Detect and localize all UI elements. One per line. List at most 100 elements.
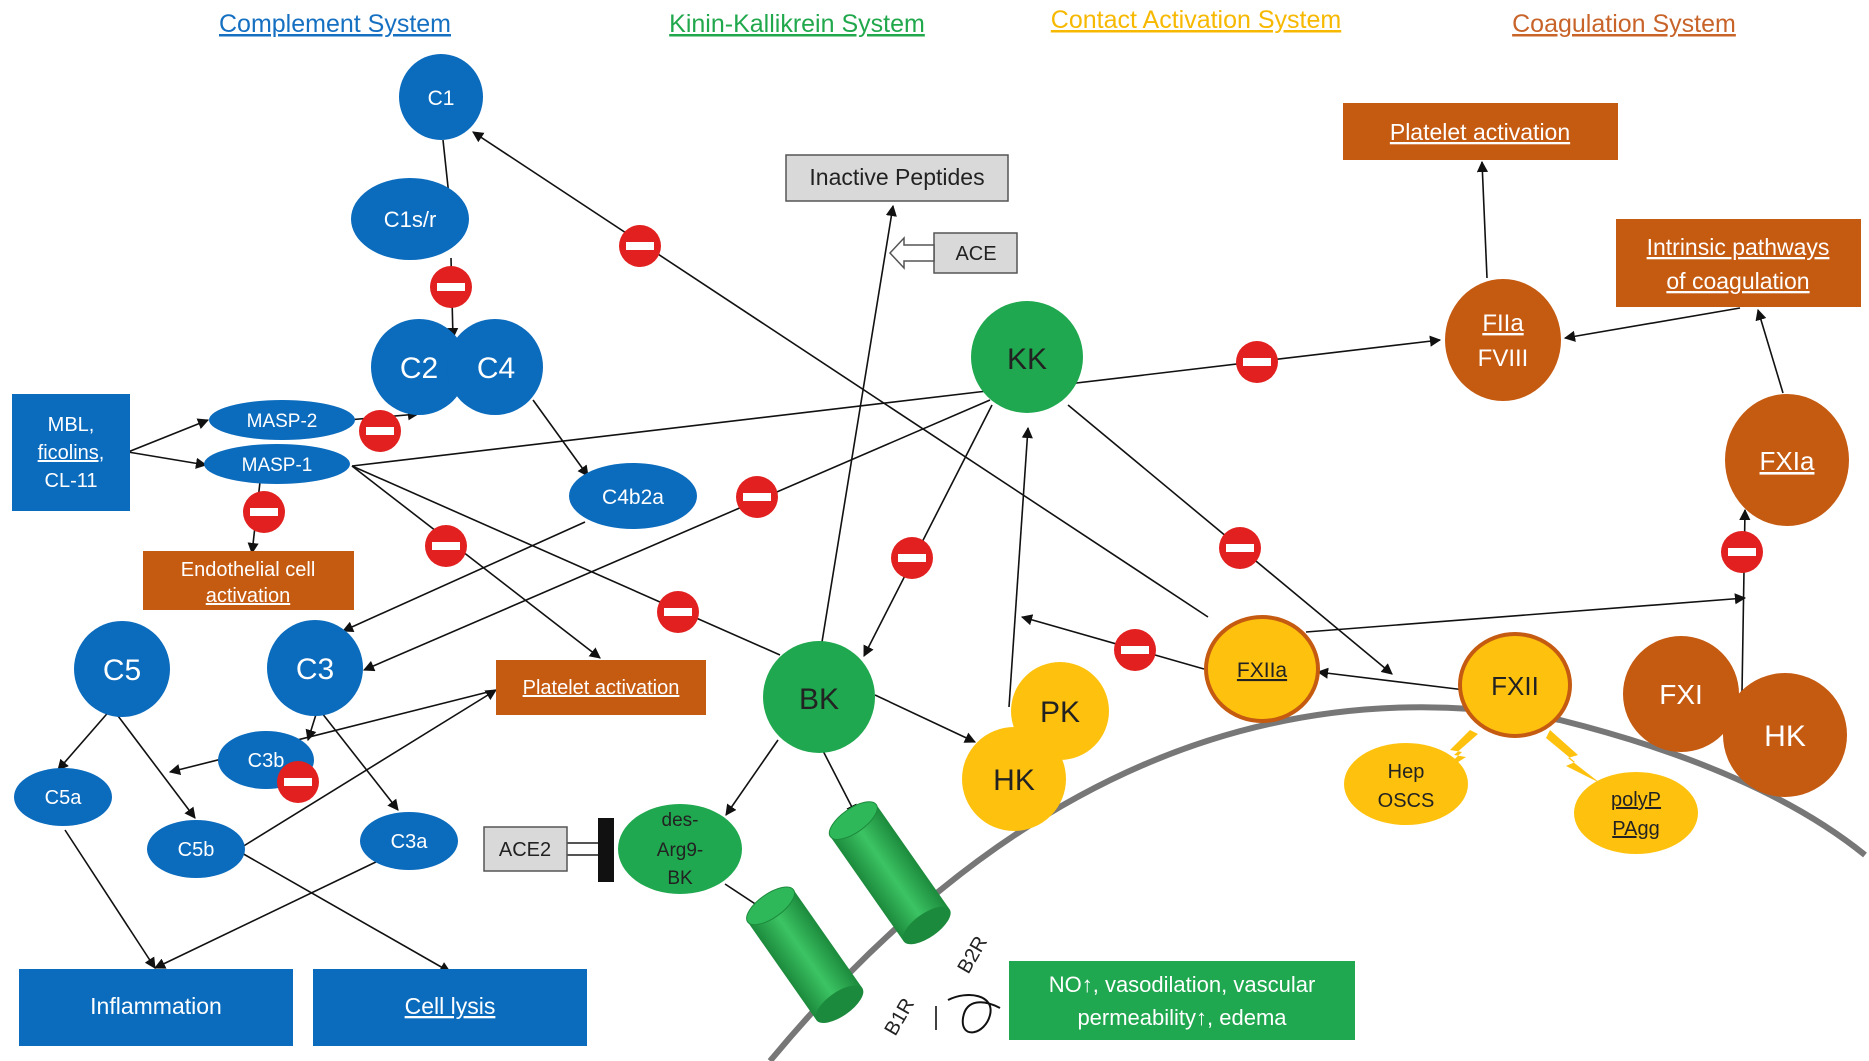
fxia-node[interactable]: [1725, 394, 1849, 526]
mbl-line2: ficolins,: [38, 442, 105, 464]
kk-label: KK: [1007, 343, 1047, 376]
hk-node[interactable]: [962, 727, 1066, 831]
c3-node[interactable]: [267, 620, 363, 716]
ace2-block-bar: [598, 818, 614, 882]
c3a-node[interactable]: [360, 812, 458, 870]
fxii-label: FXII: [1491, 671, 1539, 701]
title-coagulation-system: Coagulation System: [1512, 10, 1736, 38]
fxiia-label: FXIIa: [1237, 659, 1288, 682]
polyp-bolt-icon: [1546, 730, 1600, 783]
endothelial-box[interactable]: [143, 551, 354, 610]
polyp-line1: polyP: [1611, 789, 1661, 811]
bk-label: BK: [799, 683, 839, 716]
ace2-box[interactable]: [483, 826, 568, 872]
inhibit-icon: [736, 476, 778, 518]
contact-group: PK HK FXIIa FXII Hep OSCS polyP PAgg: [962, 615, 1698, 854]
ace-arrow-icon: [888, 236, 935, 270]
c5a-label: C5a: [45, 787, 83, 809]
fxiia-node[interactable]: [1204, 615, 1320, 723]
c1-node[interactable]: [399, 54, 483, 140]
c1sr-label: C1s/r: [384, 207, 437, 232]
fiia-line1: FIIa: [1482, 310, 1524, 337]
inhibit-icon: [1219, 527, 1261, 569]
inhibit-icon: [425, 525, 467, 567]
fiia-line2: FVIII: [1478, 345, 1529, 372]
fxi-label: FXI: [1659, 679, 1703, 710]
mbl-line1: MBL,: [48, 414, 95, 436]
c4b2a-node[interactable]: [569, 463, 697, 529]
desarg-line3: BK: [667, 868, 693, 889]
hep-node[interactable]: [1344, 743, 1468, 825]
fxi-node[interactable]: [1623, 636, 1739, 752]
polyp-node[interactable]: [1574, 772, 1698, 854]
polyp-line2: PAgg: [1612, 818, 1659, 840]
inhibit-icon: [891, 537, 933, 579]
mbl-line3: CL-11: [45, 470, 98, 492]
complement-group: C1 C1s/r C2 C4 MBL, ficolins, CL-11 MASP…: [12, 54, 706, 1046]
mbl-box[interactable]: [12, 394, 130, 511]
kinin-group: Inactive Peptides ACE KK BK ACE2 des- Ar…: [483, 154, 1355, 1040]
masp2-label: MASP-2: [247, 411, 318, 432]
pk-label: PK: [1040, 696, 1080, 729]
no-effects-line2: permeability↑, edema: [1077, 1005, 1287, 1030]
inhibit-icon: [1114, 629, 1156, 671]
hk-label: HK: [993, 764, 1035, 797]
intrinsic-box[interactable]: [1616, 219, 1861, 307]
inhibit-icon: [359, 410, 401, 452]
b2r-receptor[interactable]: [823, 795, 956, 952]
c2-node[interactable]: [371, 319, 467, 415]
endothelial-line1: Endothelial cell: [181, 559, 316, 581]
c3a-label: C3a: [391, 831, 429, 853]
b2r-label: B2R: [954, 933, 993, 978]
connectors: [57, 131, 1784, 1030]
inhibit-icon: [1721, 531, 1763, 573]
c4-label: C4: [477, 352, 515, 385]
hep-bolt-icon: [1438, 730, 1478, 775]
intrinsic-line1: Intrinsic pathways: [1647, 234, 1830, 260]
fxia-label: FXIa: [1760, 446, 1815, 476]
platelet-activation-mid-box[interactable]: [496, 660, 706, 715]
desarg-node[interactable]: [618, 804, 742, 894]
hk2-node[interactable]: [1723, 673, 1847, 797]
coagulation-group: Platelet activation Intrinsic pathways o…: [1343, 103, 1861, 797]
c4-node[interactable]: [447, 319, 543, 415]
fxii-node[interactable]: [1458, 632, 1572, 738]
c2-label: C2: [400, 352, 438, 385]
desarg-line1: des-: [662, 810, 699, 831]
signal-curl-icon: [947, 994, 1001, 1034]
kk-node[interactable]: [971, 301, 1083, 413]
cell-lysis-box[interactable]: [313, 969, 587, 1046]
c3-label: C3: [296, 653, 334, 686]
c5-label: C5: [103, 654, 141, 687]
no-effects-line1: NO↑, vasodilation, vascular: [1049, 972, 1316, 997]
c5a-node[interactable]: [14, 768, 112, 826]
b1r-receptor[interactable]: [741, 880, 869, 1030]
ace2-inhibitor-icon: [567, 842, 598, 856]
title-contact-activation-system: Contact Activation System: [1051, 6, 1341, 34]
inactive-peptides-box[interactable]: [785, 154, 1009, 202]
inhibit-icon: [619, 225, 661, 267]
inflammation-label: Inflammation: [90, 993, 222, 1019]
masp2-node[interactable]: [209, 400, 355, 440]
bk-node[interactable]: [763, 641, 875, 753]
hep-line1: Hep: [1388, 761, 1425, 783]
fiia-node[interactable]: [1445, 279, 1561, 401]
b1r-label: B1R: [881, 995, 920, 1040]
desarg-line2: Arg9-: [657, 840, 703, 861]
inhibit-icon: [243, 491, 285, 533]
c4b2a-label: C4b2a: [602, 486, 664, 509]
c5b-node[interactable]: [147, 820, 245, 878]
ace2-label: ACE2: [499, 839, 551, 861]
masp1-node[interactable]: [204, 444, 350, 484]
title-kinin-kallikrein-system: Kinin-Kallikrein System: [669, 10, 925, 38]
no-effects-box[interactable]: [1009, 961, 1355, 1040]
c5-node[interactable]: [74, 621, 170, 717]
inflammation-box[interactable]: [19, 969, 293, 1046]
c1sr-node[interactable]: [351, 178, 469, 260]
inhibit-icon: [1236, 341, 1278, 383]
platelet-activation-top-box[interactable]: [1343, 103, 1618, 160]
c5b-label: C5b: [178, 839, 215, 861]
c3b-label: C3b: [248, 750, 285, 772]
cell-lysis-label: Cell lysis: [405, 993, 496, 1019]
